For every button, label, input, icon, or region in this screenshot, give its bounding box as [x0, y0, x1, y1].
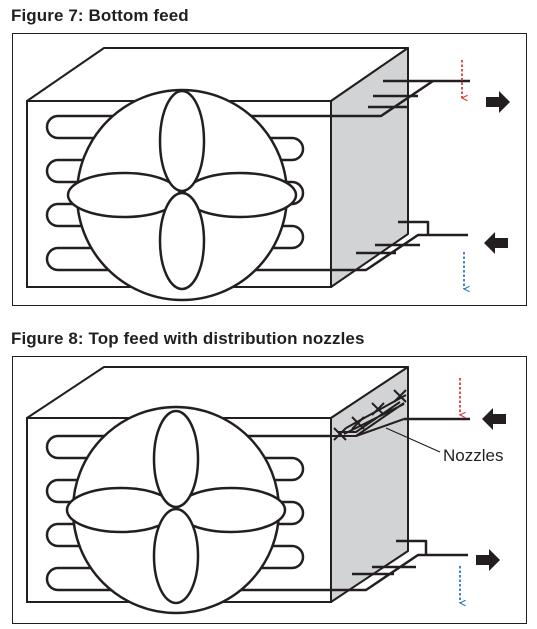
outlet-pipe-stub: [396, 539, 428, 555]
nozzle-x-icon: [333, 427, 347, 441]
figure-8-title: Figure 8: Top feed with distribution noz…: [11, 329, 365, 348]
bottom-header-pipe: [331, 233, 468, 272]
nozzle-x-icon: [393, 389, 407, 403]
figure-7-frame: [12, 33, 527, 306]
bottom-header-pipe: [331, 553, 468, 592]
fan-icon: [66, 88, 298, 302]
coil-tubes: [45, 434, 331, 592]
coil-tubes: [45, 114, 331, 272]
inlet-pipe-stub: [398, 220, 430, 235]
figure-8-diagram: Nozzles: [26, 366, 506, 615]
nozzle-x-icon: [351, 416, 365, 430]
nozzles-label: Nozzles: [443, 446, 503, 465]
nozzle-markers: [333, 389, 407, 441]
figure-7-diagram: [26, 47, 510, 302]
figure-7-title: Figure 7: Bottom feed: [11, 6, 189, 25]
right-flow-arrow-icon: [476, 549, 500, 571]
top-header-pipe: [331, 79, 435, 118]
nozzle-x-icon: [371, 402, 385, 416]
fan-icon: [65, 405, 287, 615]
left-flow-arrow-icon: [482, 408, 506, 430]
right-flow-arrow-icon: [486, 91, 510, 113]
distributor-feed: [355, 418, 405, 437]
nozzles-leader-line: [385, 427, 441, 453]
figure-8-frame: [12, 356, 527, 624]
left-flow-arrow-icon: [484, 232, 508, 254]
